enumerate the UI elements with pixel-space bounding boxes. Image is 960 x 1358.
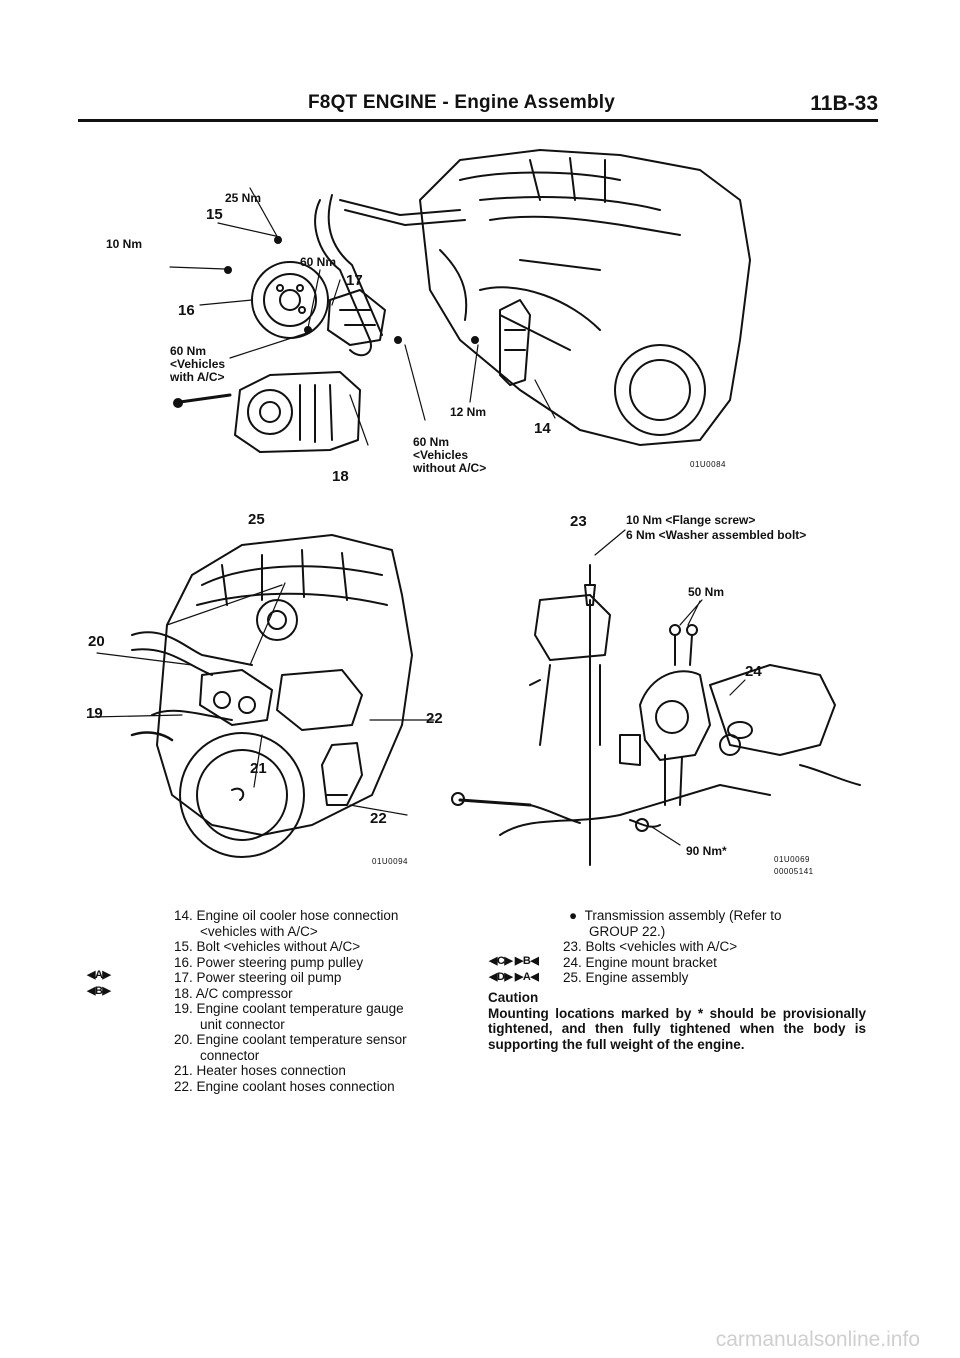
caution-title: Caution bbox=[488, 990, 539, 1005]
watermark: carmanualsonline.info bbox=[715, 1328, 920, 1351]
bullet-icon: ● bbox=[569, 908, 578, 923]
list-item: 25. Engine assembly bbox=[563, 970, 689, 985]
callout-19: 19 bbox=[86, 705, 103, 722]
list-item: 24. Engine mount bracket bbox=[563, 954, 717, 970]
callout-22-b: 22 bbox=[370, 810, 387, 827]
marker-d-a: ◀D▶ ▶A◀ bbox=[489, 971, 539, 983]
torque-60nm-label-b: 60 Nm bbox=[170, 344, 207, 358]
list-item: 16. Power steering pump pulley bbox=[174, 954, 364, 970]
caution-block: Caution Mounting locations marked by * s… bbox=[488, 988, 866, 1052]
list-item: 22. Engine coolant hoses connection bbox=[174, 1078, 395, 1094]
figure-code-3: 01U0069 bbox=[774, 855, 810, 864]
callout-15: 15 bbox=[206, 206, 223, 223]
callout-24: 24 bbox=[745, 663, 762, 680]
header-rule bbox=[78, 119, 878, 122]
callout-17: 17 bbox=[346, 272, 363, 289]
figure-engine-mount: 23 10 Nm <Flange screw> 6 Nm <Washer ass… bbox=[440, 505, 880, 890]
torque-25nm-label: 25 Nm bbox=[225, 191, 262, 205]
page-header: F8QT ENGINE - Engine Assembly 11B-33 bbox=[78, 92, 878, 122]
parts-list-left: 14. Engine oil cooler hose connection<ve… bbox=[174, 908, 464, 1094]
callout-16: 16 bbox=[178, 302, 195, 319]
figure-code-2: 01U0094 bbox=[372, 857, 408, 866]
list-item: 17. Power steering oil pump bbox=[174, 970, 342, 985]
torque-90nm-label: 90 Nm* bbox=[686, 844, 727, 858]
callout-21: 21 bbox=[250, 760, 267, 777]
torque-50nm-label: 50 Nm bbox=[688, 585, 725, 599]
callout-23: 23 bbox=[570, 513, 587, 530]
engine-accessories-illustration bbox=[169, 149, 751, 453]
torque-10nm-flange-label: 10 Nm <Flange screw> bbox=[626, 513, 756, 527]
callout-25: 25 bbox=[248, 511, 265, 528]
torque-12nm-label: 12 Nm bbox=[450, 405, 487, 419]
callout-18: 18 bbox=[332, 468, 349, 485]
list-item: 14. Engine oil cooler hose connection<ve… bbox=[174, 908, 399, 939]
caution-text: Mounting locations marked by * should be… bbox=[488, 1005, 866, 1052]
figure-engine-side: 25 20 19 22 21 22 01U0094 bbox=[72, 505, 472, 875]
callout-20: 20 bbox=[88, 633, 105, 650]
torque-60nm-label-a: 60 Nm bbox=[300, 255, 337, 269]
engine-side-illustration bbox=[91, 534, 435, 858]
figure-code-1: 01U0084 bbox=[690, 460, 726, 469]
list-item: 18. A/C compressor bbox=[174, 985, 293, 1001]
callout-14: 14 bbox=[534, 420, 551, 437]
figure-code-4: 00005141 bbox=[774, 867, 814, 876]
marker-b: ◀B▶ bbox=[87, 985, 111, 997]
marker-c-b: ◀C▶ ▶B◀ bbox=[489, 955, 539, 967]
vehicles-without-ac-label-1: <Vehicles bbox=[413, 448, 469, 462]
figure-engine-accessories: 25 Nm 15 10 Nm 60 Nm 17 16 60 Nm <Vehicl… bbox=[100, 140, 780, 500]
callout-22-a: 22 bbox=[426, 710, 443, 727]
engine-mount-illustration bbox=[451, 529, 861, 866]
torque-10nm-label: 10 Nm bbox=[106, 237, 143, 251]
list-item: 21. Heater hoses connection bbox=[174, 1063, 346, 1078]
page-title: F8QT ENGINE - Engine Assembly bbox=[308, 92, 616, 113]
vehicles-without-ac-label-2: without A/C> bbox=[413, 461, 487, 475]
list-item: 23. Bolts <vehicles with A/C> bbox=[563, 939, 738, 954]
vehicles-with-ac-label-1: <Vehicles bbox=[170, 357, 226, 371]
torque-60nm-label-c: 60 Nm bbox=[413, 435, 450, 449]
torque-6nm-washer-label: 6 Nm <Washer assembled bolt> bbox=[626, 528, 807, 542]
list-item: 15. Bolt <vehicles without A/C> bbox=[174, 939, 361, 954]
marker-a: ◀A▶ bbox=[87, 969, 111, 981]
page-number: 11B-33 bbox=[810, 92, 878, 115]
vehicles-with-ac-label-2: with A/C> bbox=[170, 370, 225, 384]
